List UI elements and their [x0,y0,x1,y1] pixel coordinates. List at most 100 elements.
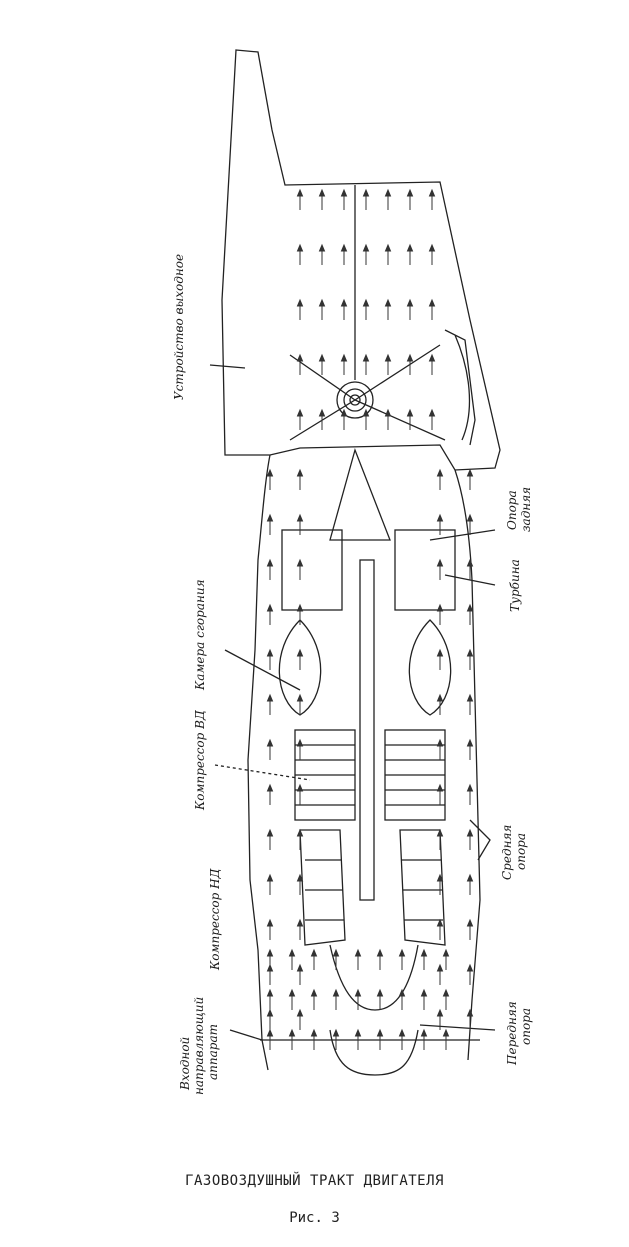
flow-arrow-head [466,468,474,477]
flow-arrow-head [466,513,474,522]
flow-arrow-head [296,873,304,882]
combustor-leader [224,649,301,691]
flow-arrow-head [318,408,326,417]
flow-arrow-head [376,1028,384,1037]
flow-arrow-head [428,243,436,252]
flow-arrow-head [296,513,304,522]
label-rear-support-line1: Опора [505,490,519,530]
flow-arrow-head [384,298,392,307]
flow-arrow-head [340,408,348,417]
flow-arrow-head [296,353,304,362]
flow-arrow-head [266,828,274,837]
igv-leader [229,1029,263,1041]
flow-arrow-head [436,828,444,837]
flow-arrow-head [376,988,384,997]
flow-arrow-head [310,1028,318,1037]
flow-arrow-head [466,1008,474,1017]
flow-arrow-head [466,918,474,927]
turbine-right [394,529,456,611]
flow-arrow-head [406,298,414,307]
flow-arrow-head [466,738,474,747]
flow-arrow-head [436,738,444,747]
flow-arrow-head [296,243,304,252]
flow-arrow-head [466,963,474,972]
flow-arrow-head [384,243,392,252]
flow-arrow-head [340,353,348,362]
flow-arrow-head [266,918,274,927]
flow-arrow-head [362,408,370,417]
flow-arrow-head [376,948,384,957]
exhaust-nozzle-flaps [444,329,476,446]
flow-arrow-head [288,988,296,997]
flow-arrow-head [466,828,474,837]
flow-arrow-head [340,188,348,197]
flow-arrow-head [340,243,348,252]
flow-arrow-head [296,1008,304,1017]
flow-arrow-head [332,1028,340,1037]
tail-cone [329,447,391,541]
flow-arrow-head [420,1028,428,1037]
exhaust-leader [209,364,246,369]
label-lp-compressor: Компрессор НД [208,868,222,970]
flow-arrow-head [384,353,392,362]
flow-arrow-head [436,648,444,657]
engine-gas-air-path-diagram [209,49,501,1076]
flow-arrow-head [266,1028,274,1037]
flow-arrow-head [406,188,414,197]
label-turbine: Турбина [508,559,522,612]
label-igv-line3: аппарат [206,1024,220,1080]
flow-arrow-head [406,243,414,252]
label-mid-support-line1: Средняя [500,824,514,880]
flow-arrow-head [266,558,274,567]
hpc-leader [214,764,311,781]
flow-arrow-head [296,738,304,747]
flow-arrow-head [266,513,274,522]
inlet-spinner [329,1029,419,1076]
label-igv-line2: направляющий [192,996,206,1095]
label-front-support-line1: Передняя [505,1001,519,1065]
flow-arrow-head [288,948,296,957]
flow-arrow-head [436,1008,444,1017]
flow-arrow-head [436,693,444,702]
flow-arrow-head [310,948,318,957]
flow-arrow-head [340,298,348,307]
exhaust-center-ring [336,381,374,419]
flow-arrow-head [436,558,444,567]
flow-arrow-head [354,948,362,957]
flow-arrow-head [296,298,304,307]
flow-arrow-head [420,988,428,997]
flow-arrow-head [406,408,414,417]
flow-arrow-head [466,558,474,567]
flow-arrow-head [296,963,304,972]
flow-arrow-head [310,988,318,997]
flow-arrow-head [318,298,326,307]
flow-arrow-head [436,783,444,792]
flow-arrow-head [266,988,274,997]
flow-arrow-head [362,298,370,307]
flow-arrow-head [266,738,274,747]
flow-arrow-head [428,408,436,417]
flow-arrow-head [266,693,274,702]
flow-arrow-head [398,1028,406,1037]
label-front-support-line2: опора [519,1007,533,1045]
flow-arrow-head [442,988,450,997]
label-hp-compressor: Компрессор ВД [193,710,207,810]
label-combustion-chamber: Камера сгорания [193,579,207,690]
exhaust-device-outline [221,49,501,471]
flow-arrow-head [288,1028,296,1037]
flow-arrow-head [466,783,474,792]
flow-arrow-head [296,558,304,567]
flow-arrow-head [266,648,274,657]
central-shaft [359,559,375,901]
front-bearing-housing [329,944,419,1011]
engine-casing-right [454,469,481,1061]
flow-arrow-head [436,873,444,882]
flow-arrow-head [354,988,362,997]
flow-arrows [266,188,474,1050]
flow-arrow-head [266,1008,274,1017]
lp-compressor-blades [299,829,446,946]
front-support-leader [419,1024,496,1031]
turbine-left [281,529,343,611]
flow-arrow-head [354,1028,362,1037]
flow-arrow-head [466,873,474,882]
